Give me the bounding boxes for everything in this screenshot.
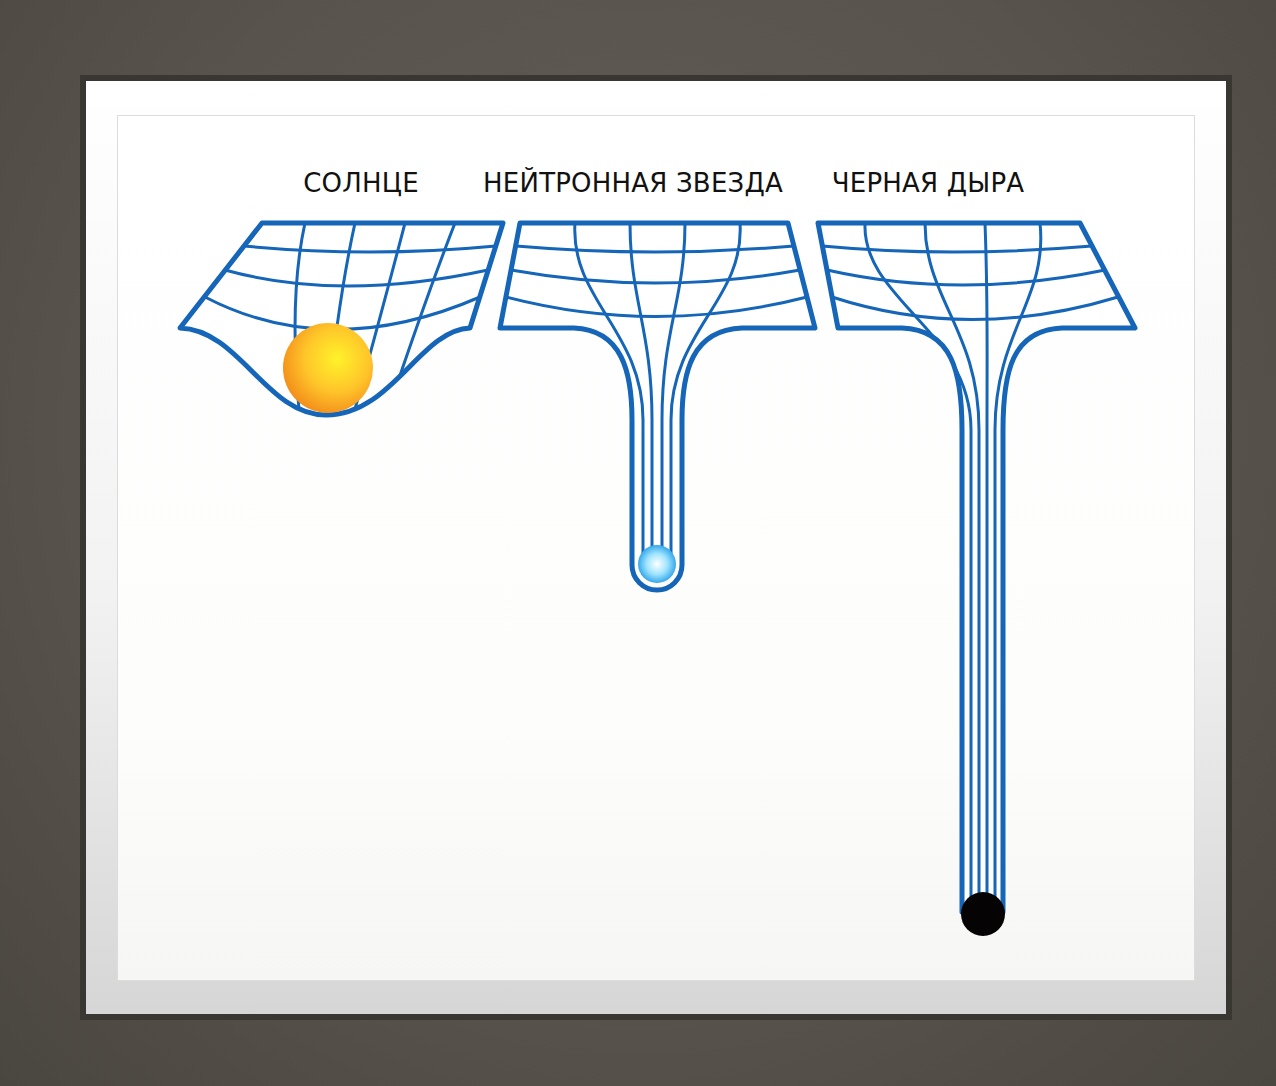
neutron-star-symbol: [638, 545, 676, 583]
sun-well: [180, 223, 503, 415]
object-label: СОЛНЦЕ: [303, 168, 419, 198]
black-hole-symbol: [961, 892, 1005, 936]
neutron-star-grid: [506, 223, 807, 575]
neutron-star-well-outline: [500, 223, 815, 590]
neutron-star-well: [500, 223, 815, 590]
black-hole-well: [818, 223, 1135, 912]
sun-well-outline: [180, 223, 503, 415]
object-label: НЕЙТРОННАЯ ЗВЕЗДА: [483, 168, 783, 198]
object-label: ЧЕРНАЯ ДЫРА: [832, 168, 1025, 198]
sun-symbol: [283, 323, 373, 413]
sun-grid: [205, 223, 496, 420]
black-hole-well-outline: [818, 223, 1135, 912]
